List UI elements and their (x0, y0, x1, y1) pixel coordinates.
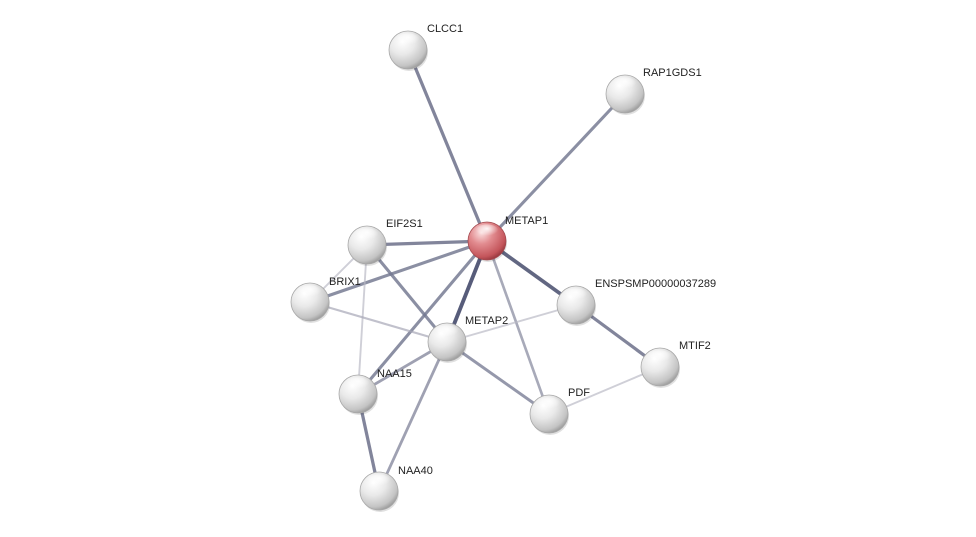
node-naa15[interactable]: NAA15 (338, 368, 412, 415)
node-label: NAA15 (377, 368, 412, 380)
edge-mtif2-pdf[interactable] (548, 366, 661, 415)
edge-metap1-brix1[interactable] (308, 239, 489, 304)
node-metap1[interactable]: METAP1 (467, 215, 548, 262)
node-label: MTIF2 (679, 340, 711, 352)
node-label: METAP1 (505, 215, 548, 227)
node-metap2[interactable]: METAP2 (427, 315, 508, 363)
node-highlight (537, 397, 561, 412)
node-rap1gds1[interactable]: RAP1GDS1 (605, 67, 702, 115)
node-clcc1[interactable]: CLCC1 (388, 23, 463, 71)
node-label: CLCC1 (427, 23, 463, 35)
edge-layer (308, 48, 662, 493)
node-highlight (396, 33, 420, 48)
edge-metap2-naa40[interactable] (377, 340, 449, 493)
node-enspsmp00000037289[interactable]: ENSPSMP00000037289 (556, 278, 716, 326)
edge-metap1-pdf[interactable] (485, 239, 551, 416)
node-label: ENSPSMP00000037289 (595, 278, 716, 290)
node-highlight (648, 350, 672, 365)
node-highlight (613, 77, 637, 92)
node-highlight (475, 224, 499, 239)
edge-metap1-clcc1[interactable] (406, 48, 489, 243)
edge-eif2s1-naa15[interactable] (357, 244, 368, 395)
node-label: PDF (568, 387, 590, 399)
node-highlight (355, 228, 379, 243)
node-label: BRIX1 (329, 276, 361, 288)
edge-metap1-naa15[interactable] (356, 239, 489, 396)
node-highlight (564, 288, 588, 303)
node-label: EIF2S1 (386, 218, 423, 230)
node-label: RAP1GDS1 (643, 67, 702, 79)
edge-eif2s1-metap2[interactable] (365, 243, 449, 344)
node-eif2s1[interactable]: EIF2S1 (347, 218, 423, 266)
edge-metap2-pdf[interactable] (445, 340, 551, 416)
node-highlight (298, 285, 322, 300)
edge-brix1-metap2[interactable] (308, 300, 449, 344)
edge-metap1-eif2s1[interactable] (365, 239, 489, 247)
node-pdf[interactable]: PDF (529, 387, 590, 435)
node-brix1[interactable]: BRIX1 (290, 276, 361, 323)
edge-metap1-rap1gds1[interactable] (485, 92, 627, 243)
node-label: METAP2 (465, 315, 508, 327)
node-mtif2[interactable]: MTIF2 (640, 340, 711, 388)
node-highlight (435, 325, 459, 340)
node-label: NAA40 (398, 465, 433, 477)
node-highlight (346, 377, 370, 392)
edge-metap2-enspsmp00000037289[interactable] (446, 304, 577, 343)
node-naa40[interactable]: NAA40 (359, 465, 433, 512)
node-highlight (367, 474, 391, 489)
